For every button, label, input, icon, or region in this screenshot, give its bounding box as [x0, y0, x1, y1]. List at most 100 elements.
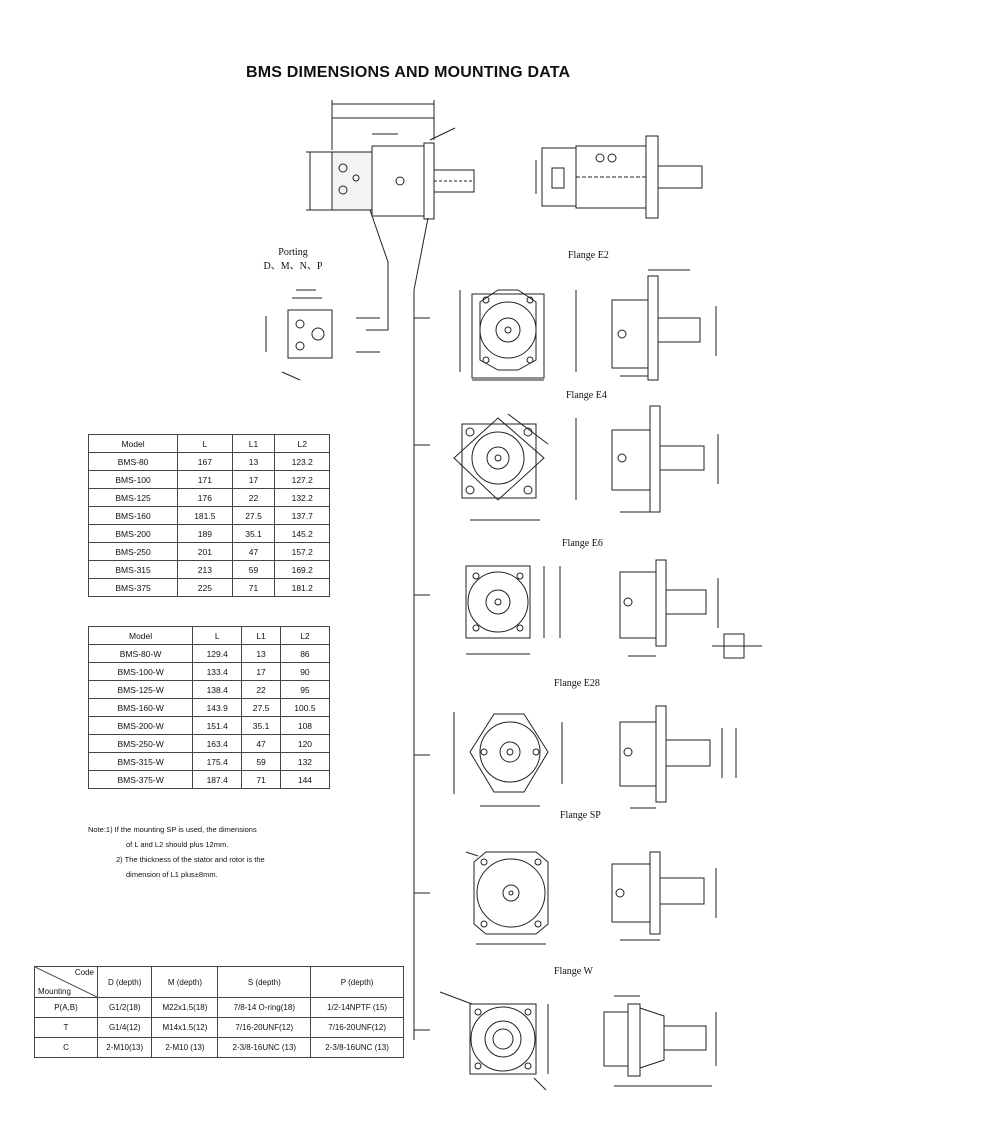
table-cell: 47 [231, 542, 276, 561]
table-cell: 2-3/8-16UNC (13) [310, 1037, 404, 1058]
flange-e2-front [459, 289, 577, 381]
table-cell: 145.2 [274, 524, 330, 543]
flange-w-front [439, 991, 549, 1091]
table-cell: 7/16-20UNF(12) [310, 1017, 404, 1038]
flange-e6-side [619, 559, 762, 659]
table-cell: T [34, 1017, 98, 1038]
table-cell: M22x1.5(18) [151, 997, 219, 1018]
table-cell: 90 [279, 662, 331, 681]
table-cell: M14x1.5(12) [151, 1017, 219, 1038]
table-cell: 86 [279, 644, 331, 663]
header-cell: Model [87, 434, 179, 453]
port-code-table: Code Mounting D (depth) M (depth) S (dep… [34, 966, 404, 1058]
table-cell: 137.7 [274, 506, 330, 525]
header-cell: L [177, 434, 233, 453]
page-title: BMS DIMENSIONS AND MOUNTING DATA [246, 64, 571, 81]
table-cell: P(A,B) [34, 997, 98, 1018]
table-cell: 187.4 [192, 770, 243, 789]
table-cell: 157.2 [274, 542, 330, 561]
flange-sp-front [465, 851, 549, 945]
header-cell: S (depth) [217, 966, 312, 998]
table-cell: 59 [241, 752, 281, 771]
porting-label-block: Porting D、M、N、P [258, 246, 328, 274]
header-cell: P (depth) [310, 966, 404, 998]
table-cell: 151.4 [192, 716, 243, 735]
table-cell: BMS-315-W [87, 752, 194, 771]
flange-sp-side [611, 851, 717, 941]
table-cell: 163.4 [192, 734, 243, 753]
table-cell: 201 [177, 542, 233, 561]
table-cell: 22 [231, 488, 276, 507]
table-cell: 71 [241, 770, 281, 789]
note-line: Note:1) If the mounting SP is used, the … [88, 825, 257, 834]
header-cell: Model [87, 626, 194, 645]
table-cell: 167 [177, 452, 233, 471]
table-cell: 181.2 [274, 578, 330, 597]
table-cell: 176 [177, 488, 233, 507]
table-cell: 7/8-14 O-ring(18) [217, 997, 312, 1018]
table-cell: C [34, 1037, 98, 1058]
table-cell: 35.1 [231, 524, 276, 543]
table-cell: 120 [279, 734, 331, 753]
flange-e28-label: Flange E28 [554, 678, 600, 689]
flange-e2-side [611, 269, 717, 381]
flange-w-side [603, 995, 717, 1087]
header-cell: M (depth) [151, 966, 219, 998]
table-cell: BMS-375 [87, 578, 179, 597]
table-cell: BMS-200-W [87, 716, 194, 735]
flange-e6-front [465, 565, 561, 655]
table-cell: 2-M10(13) [96, 1037, 153, 1058]
flange-w-label: Flange W [554, 966, 593, 977]
porting-detail [265, 289, 380, 381]
table-cell: 132 [279, 752, 331, 771]
table-cell: BMS-375-W [87, 770, 194, 789]
table-cell: 47 [241, 734, 281, 753]
table-cell: BMS-200 [87, 524, 179, 543]
table-cell: 2-M10 (13) [151, 1037, 219, 1058]
flange-sp-label: Flange SP [560, 810, 601, 821]
corner-code-label: Code [74, 968, 94, 977]
table-cell: BMS-100 [87, 470, 179, 489]
table-cell: 2-3/8-16UNC (13) [217, 1037, 312, 1058]
table-header-row: Model L L1 L2 [87, 434, 330, 453]
corner-mounting-label: Mounting [38, 987, 71, 996]
table-cell: 71 [231, 578, 276, 597]
table-cell: 27.5 [231, 506, 276, 525]
flange-e4-side [611, 405, 719, 513]
table-cell: 175.4 [192, 752, 243, 771]
diagonal-header-cell: Code Mounting [34, 966, 98, 998]
flange-e28-front [453, 712, 563, 807]
flange-e28-side [619, 705, 737, 809]
motor-side-view [306, 100, 475, 1040]
table-row: P(A,B)G1/2(18)M22x1.5(18)7/8-14 O-ring(1… [34, 997, 404, 1018]
table-cell: 7/16-20UNF(12) [217, 1017, 312, 1038]
table-cell: BMS-125 [87, 488, 179, 507]
table-cell: 138.4 [192, 680, 243, 699]
table-cell: 169.2 [274, 560, 330, 579]
table-cell: 144 [279, 770, 331, 789]
table-cell: 129.4 [192, 644, 243, 663]
table-cell: 108 [279, 716, 331, 735]
table-cell: 213 [177, 560, 233, 579]
table-cell: 123.2 [274, 452, 330, 471]
flange-e4-label: Flange E4 [566, 390, 607, 401]
table-cell: 22 [241, 680, 281, 699]
table-cell: 171 [177, 470, 233, 489]
table-cell: BMS-250-W [87, 734, 194, 753]
diagonal-line [35, 967, 97, 997]
motor-top-view [535, 135, 703, 219]
